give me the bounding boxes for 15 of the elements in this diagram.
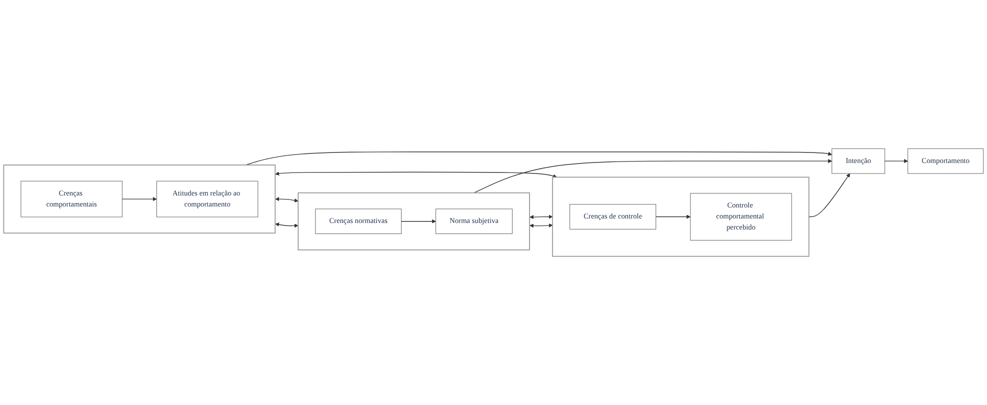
arrow xyxy=(275,222,298,228)
arrow xyxy=(245,152,832,166)
arrow xyxy=(474,159,832,194)
arrow xyxy=(530,214,553,220)
arrow xyxy=(275,172,558,178)
arrow xyxy=(530,223,553,228)
arrow xyxy=(400,219,436,224)
arrow xyxy=(808,173,850,218)
arrow xyxy=(656,214,691,219)
arrow xyxy=(275,197,298,202)
arrow xyxy=(122,197,157,202)
cluster xyxy=(552,176,810,257)
cluster xyxy=(298,192,530,250)
cluster xyxy=(3,164,276,234)
arrow xyxy=(884,159,908,164)
